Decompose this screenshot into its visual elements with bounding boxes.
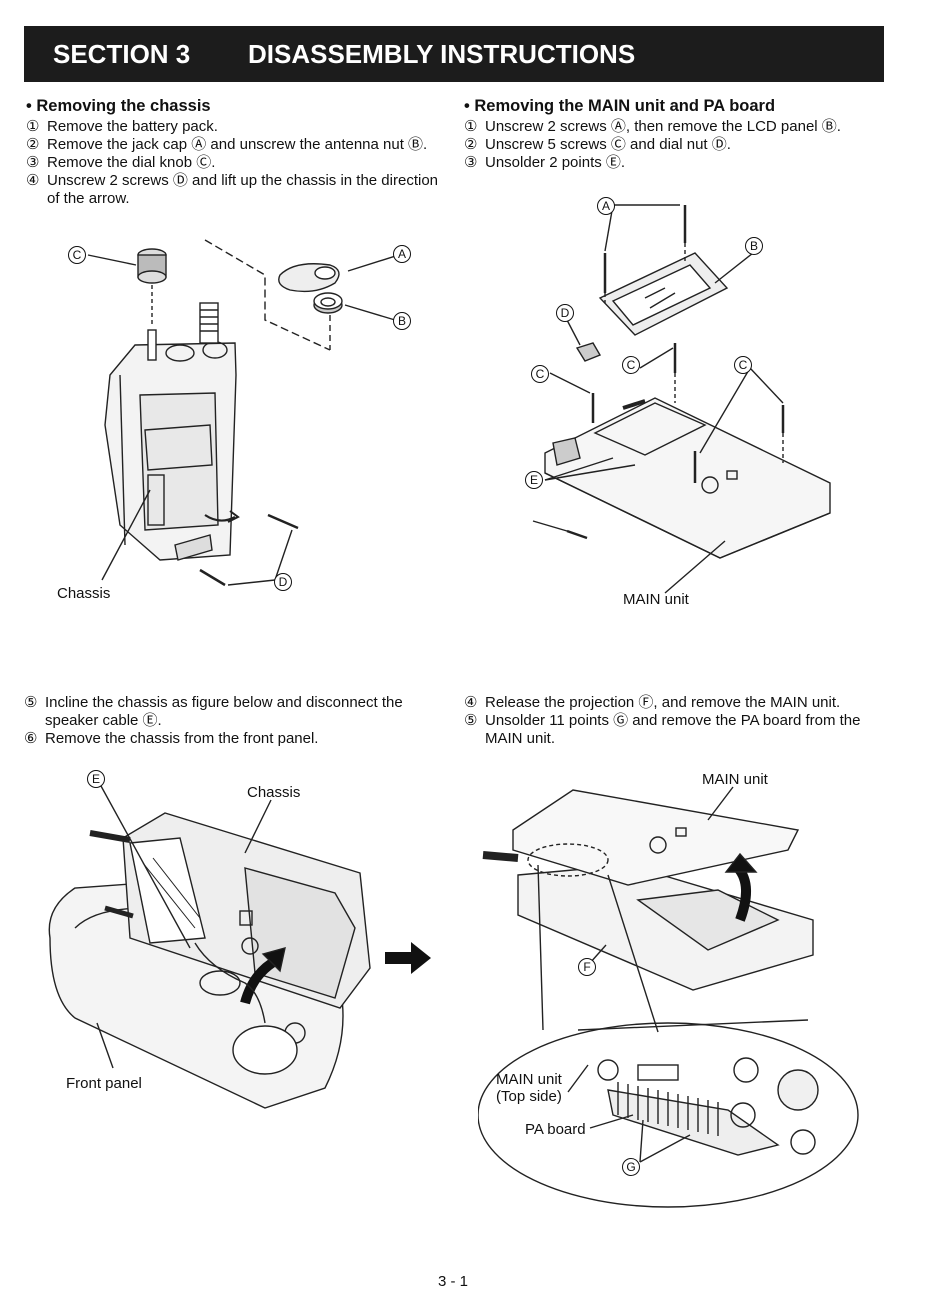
figure-main-unit-pa-board: MAIN unit F MAIN unit (Top side) PA boar… — [478, 770, 878, 1210]
figure-remove-chassis: C A B D Chassis — [40, 225, 440, 615]
callout-a: A — [393, 245, 411, 263]
main-unit-pa-board-drawing — [478, 786, 859, 1208]
callout-e: E — [525, 471, 543, 489]
main-unit-top-label-line2: (Top side) — [496, 1088, 562, 1105]
callout-b: B — [745, 237, 763, 255]
main-unit-label: MAIN unit — [623, 591, 689, 608]
section-title: DISASSEMBLY INSTRUCTIONS — [248, 39, 636, 69]
main-unit-exploded-drawing — [532, 204, 831, 594]
front-panel-chassis-drawing — [48, 785, 371, 1109]
callout-c: C — [68, 246, 86, 264]
right-arrow-icon — [383, 938, 433, 978]
callout-f: F — [578, 958, 596, 976]
section-number: SECTION 3 — [53, 39, 191, 69]
callout-d: D — [274, 573, 292, 591]
figure-incline-chassis: E Chassis Front panel — [35, 768, 435, 1118]
removing-chassis-heading: • Removing the chassis — [26, 97, 211, 115]
pa-board-label: PA board — [525, 1121, 586, 1138]
main-unit-top-label-line1: MAIN unit — [496, 1071, 562, 1088]
callout-e: E — [87, 770, 105, 788]
removing-main-unit-heading: • Removing the MAIN unit and PA board — [464, 97, 776, 115]
radio-chassis-drawing — [87, 239, 406, 587]
chassis-label: Chassis — [247, 784, 301, 801]
chassis-label: Chassis — [57, 585, 111, 602]
callout-g: G — [622, 1158, 640, 1176]
main-unit-label: MAIN unit — [702, 771, 768, 788]
figure-remove-main-unit: A B D C C C E MAIN unit — [505, 193, 845, 613]
page-number: 3 - 1 — [438, 1273, 469, 1290]
callout-d: D — [556, 304, 574, 322]
callout-b: B — [393, 312, 411, 330]
callout-c: C — [622, 356, 640, 374]
front-panel-label: Front panel — [66, 1075, 142, 1092]
callout-a: A — [597, 197, 615, 215]
callout-c: C — [531, 365, 549, 383]
section-header: SECTION 3 DISASSEMBLY INSTRUCTIONS — [24, 26, 884, 82]
callout-c: C — [734, 356, 752, 374]
